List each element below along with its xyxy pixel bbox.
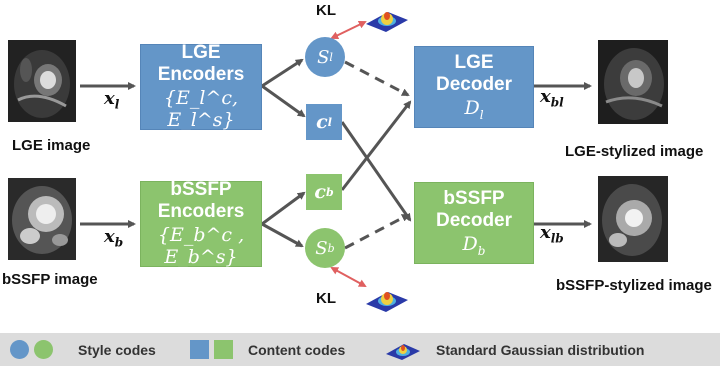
legend-gaussian-label: Standard Gaussian distribution bbox=[436, 342, 645, 358]
kl-label-bottom: KL bbox=[316, 290, 336, 307]
legend-style-codes: Style codes bbox=[78, 342, 156, 358]
lge-image-label: LGE image bbox=[12, 137, 91, 154]
arrow-sl-dashed bbox=[344, 60, 410, 97]
legend-gaussian-icon bbox=[386, 344, 420, 360]
x-b-label: xb bbox=[104, 226, 124, 250]
gaussian-icon-bottom bbox=[366, 292, 408, 312]
bssfp-decoder-subtitle: Decoder bbox=[435, 209, 513, 231]
bssfp-stylized-label: bSSFP-stylized image bbox=[556, 277, 712, 294]
lge-stylized-image bbox=[598, 40, 668, 124]
gaussian-icon-top bbox=[366, 12, 408, 32]
legend-style-circle-green bbox=[34, 340, 53, 359]
lge-decoder-symbol: Dl bbox=[464, 96, 484, 122]
bssfp-decoder-symbol: Db bbox=[462, 232, 486, 258]
legend-content-square-green bbox=[214, 340, 233, 359]
legend-content-codes: Content codes bbox=[248, 342, 346, 358]
bssfp-encoders-subtitle: Encoders bbox=[157, 201, 245, 223]
bssfp-input-image bbox=[8, 178, 76, 260]
lge-encoders-box: LGE Encoders {E_l^c, E_l^s} bbox=[140, 42, 262, 131]
arrow-bssfp-enc-to-cb bbox=[261, 191, 306, 226]
lge-encoders-subtitle: Encoders bbox=[157, 64, 245, 86]
kl-arrow-bottom bbox=[330, 267, 367, 287]
kl-label-top: KL bbox=[316, 2, 336, 19]
x-bl-label: xbl bbox=[540, 86, 564, 110]
arrow-lge-enc-to-cl bbox=[261, 84, 306, 118]
x-lb-label: xlb bbox=[540, 222, 564, 246]
lge-encoders-title: LGE bbox=[181, 42, 221, 64]
bssfp-decoder-box: bSSFP Decoder Db bbox=[414, 182, 534, 264]
legend-bar: Style codes Content codes Standard Gauss… bbox=[0, 333, 720, 366]
lge-stylized-label: LGE-stylized image bbox=[565, 143, 704, 160]
bssfp-image-label: bSSFP image bbox=[2, 271, 98, 288]
kl-arrow-top bbox=[330, 21, 367, 39]
bssfp-stylized-image bbox=[598, 176, 668, 262]
lge-input-image bbox=[8, 40, 76, 122]
arrow-lge-enc-to-sl bbox=[261, 58, 304, 88]
bssfp-decoder-title: bSSFP bbox=[443, 187, 505, 209]
legend-style-circle-blue bbox=[10, 340, 29, 359]
bssfp-encoders-box: bSSFP Encoders {E_b^c , E_b^s} bbox=[140, 179, 262, 268]
bssfp-encoders-formula: {E_b^c , E_b^s} bbox=[157, 224, 245, 268]
legend-content-square-blue bbox=[190, 340, 209, 359]
bssfp-encoders-title: bSSFP bbox=[170, 179, 232, 201]
arrow-cl-to-bssfp-dec bbox=[340, 121, 412, 222]
arrow-cb-to-lge-dec bbox=[340, 100, 412, 191]
lge-encoders-formula: {E_l^c, E_l^s} bbox=[163, 87, 239, 131]
arrow-bssfp-enc-to-sb bbox=[261, 222, 304, 248]
x-l-label: xl bbox=[104, 88, 120, 112]
lge-decoder-subtitle: Decoder bbox=[435, 73, 513, 95]
lge-decoder-box: LGE Decoder Dl bbox=[414, 46, 534, 128]
arrow-sb-dashed bbox=[344, 213, 410, 250]
lge-decoder-title: LGE bbox=[454, 51, 494, 73]
